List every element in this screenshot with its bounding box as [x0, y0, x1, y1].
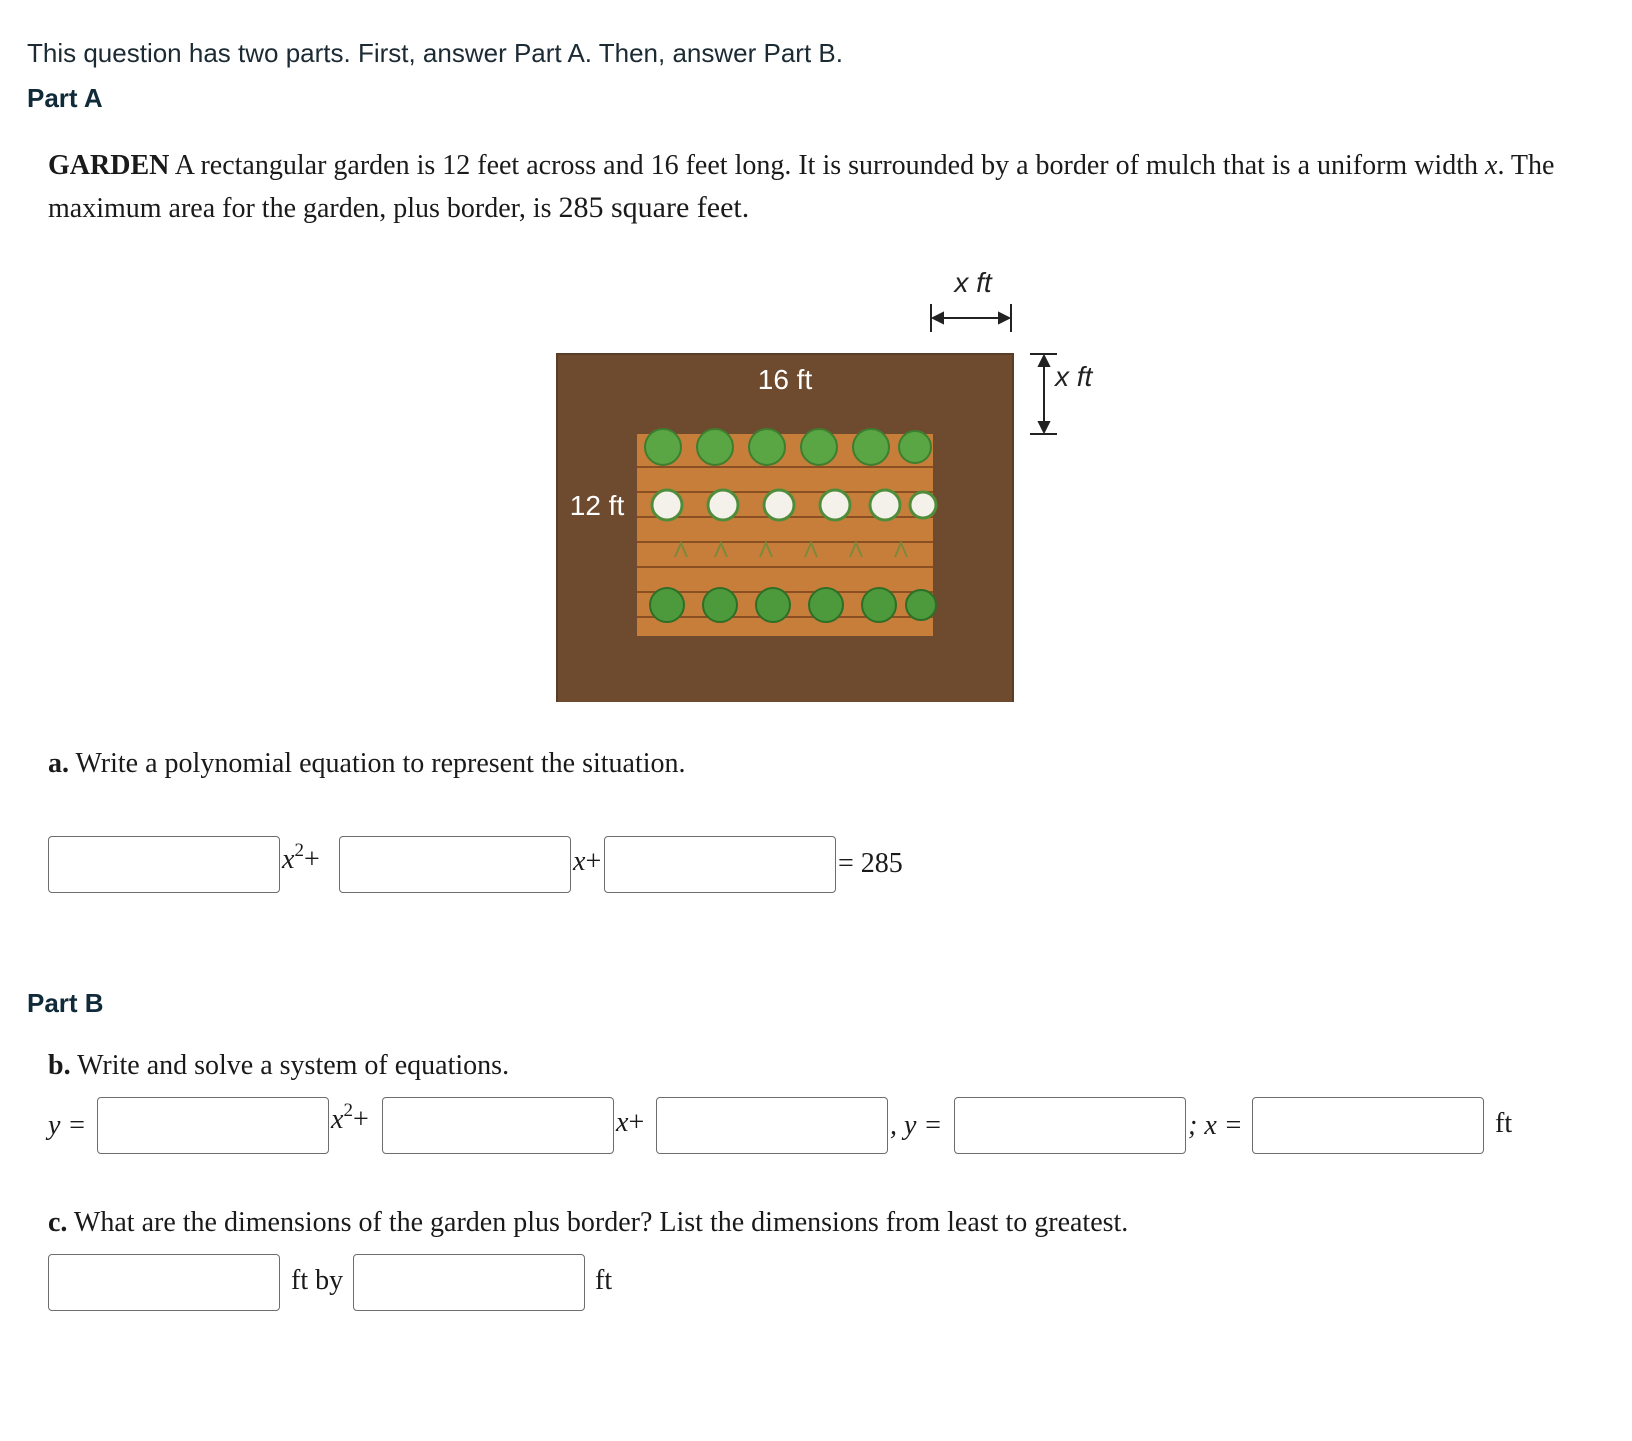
garden-diagram: 16 ft 12 ft x ft x ft: [556, 267, 1094, 702]
sys-semicolon-x-equals: ; x =: [1188, 1110, 1243, 1142]
sys-y-equals: y =: [48, 1110, 86, 1142]
eq-x-term: x+: [573, 846, 601, 878]
problem-statement: GARDEN A rectangular garden is 12 feet a…: [48, 145, 1618, 230]
sys-comma-y-equals-text: , y =: [890, 1110, 943, 1141]
dimension-1-input[interactable]: [48, 1254, 280, 1311]
label-16-ft: 16 ft: [758, 364, 813, 395]
eq-x2-var: x: [282, 844, 295, 875]
intro-text: This question has two parts. First, answ…: [27, 38, 843, 68]
sys-x2-exponent: 2: [343, 1100, 353, 1121]
cabbage-row: [649, 587, 937, 623]
sys-comma-y-equals: , y =: [890, 1110, 942, 1142]
eq-x2-exponent: 2: [294, 840, 304, 861]
eq-x2-term: x2+: [282, 840, 320, 876]
sys-ft-unit: ft: [1495, 1108, 1513, 1139]
problem-variable: x: [1485, 150, 1498, 181]
problem-text-1-end: . The: [1497, 150, 1555, 181]
question-b: b. Write and solve a system of equations…: [48, 1050, 509, 1082]
sys-plus-2: +: [628, 1107, 645, 1138]
eq-plus-2: +: [585, 846, 602, 877]
eq-x-var: x: [573, 846, 586, 877]
question-c-letter: c.: [48, 1207, 68, 1238]
sys-coef-x-input[interactable]: [382, 1097, 614, 1154]
eq-plus-1: +: [303, 844, 320, 875]
sys-x-term: x+: [616, 1107, 644, 1139]
dimension-2-input[interactable]: [353, 1254, 585, 1311]
sys-y-equals-text: y =: [48, 1110, 87, 1141]
sys-y-value-input[interactable]: [954, 1097, 1186, 1154]
ft-label: ft: [595, 1265, 613, 1296]
right-dimension-arrow: [1030, 353, 1057, 435]
ft-by-label: ft by: [291, 1265, 344, 1296]
sys-semicolon-x-equals-text: ; x =: [1188, 1110, 1243, 1141]
label-12-ft: 12 ft: [570, 490, 625, 521]
problem-keyword: GARDEN: [48, 150, 170, 181]
problem-area-unit: square feet.: [603, 191, 750, 224]
coef-x-input[interactable]: [339, 836, 571, 893]
sys-x-var: x: [616, 1107, 629, 1138]
question-b-letter: b.: [48, 1050, 71, 1081]
question-b-text: Write and solve a system of equations.: [70, 1050, 510, 1081]
sys-constant-input[interactable]: [656, 1097, 888, 1154]
question-c-text: What are the dimensions of the garden pl…: [67, 1207, 1129, 1238]
question-a-letter: a.: [48, 748, 69, 779]
eq-equals-285: = 285: [838, 848, 903, 879]
sys-plus-1: +: [352, 1104, 369, 1135]
part-b-heading: Part B: [27, 988, 104, 1018]
problem-area-value: 285: [558, 191, 604, 224]
top-dimension-arrow: [930, 304, 1012, 332]
sys-x2-term: x2+: [331, 1100, 369, 1136]
label-x-ft-top: x ft: [952, 267, 993, 298]
problem-text-1: A rectangular garden is 12 feet across a…: [169, 150, 1485, 181]
sys-coef-x2-input[interactable]: [97, 1097, 329, 1154]
question-c: c. What are the dimensions of the garden…: [48, 1207, 1128, 1239]
question-a: a. Write a polynomial equation to repres…: [48, 748, 686, 780]
herb-row: [674, 540, 908, 558]
lettuce-row: [644, 428, 932, 466]
problem-text-2: maximum area for the garden, plus border…: [48, 193, 559, 224]
sys-x2-var: x: [331, 1104, 344, 1135]
question-a-text: Write a polynomial equation to represent…: [69, 748, 686, 779]
coef-x2-input[interactable]: [48, 836, 280, 893]
constant-input[interactable]: [604, 836, 836, 893]
part-a-heading: Part A: [27, 83, 103, 113]
sys-x-value-input[interactable]: [1252, 1097, 1484, 1154]
label-x-ft-right: x ft: [1053, 361, 1094, 392]
cauliflower-row: [650, 488, 938, 522]
